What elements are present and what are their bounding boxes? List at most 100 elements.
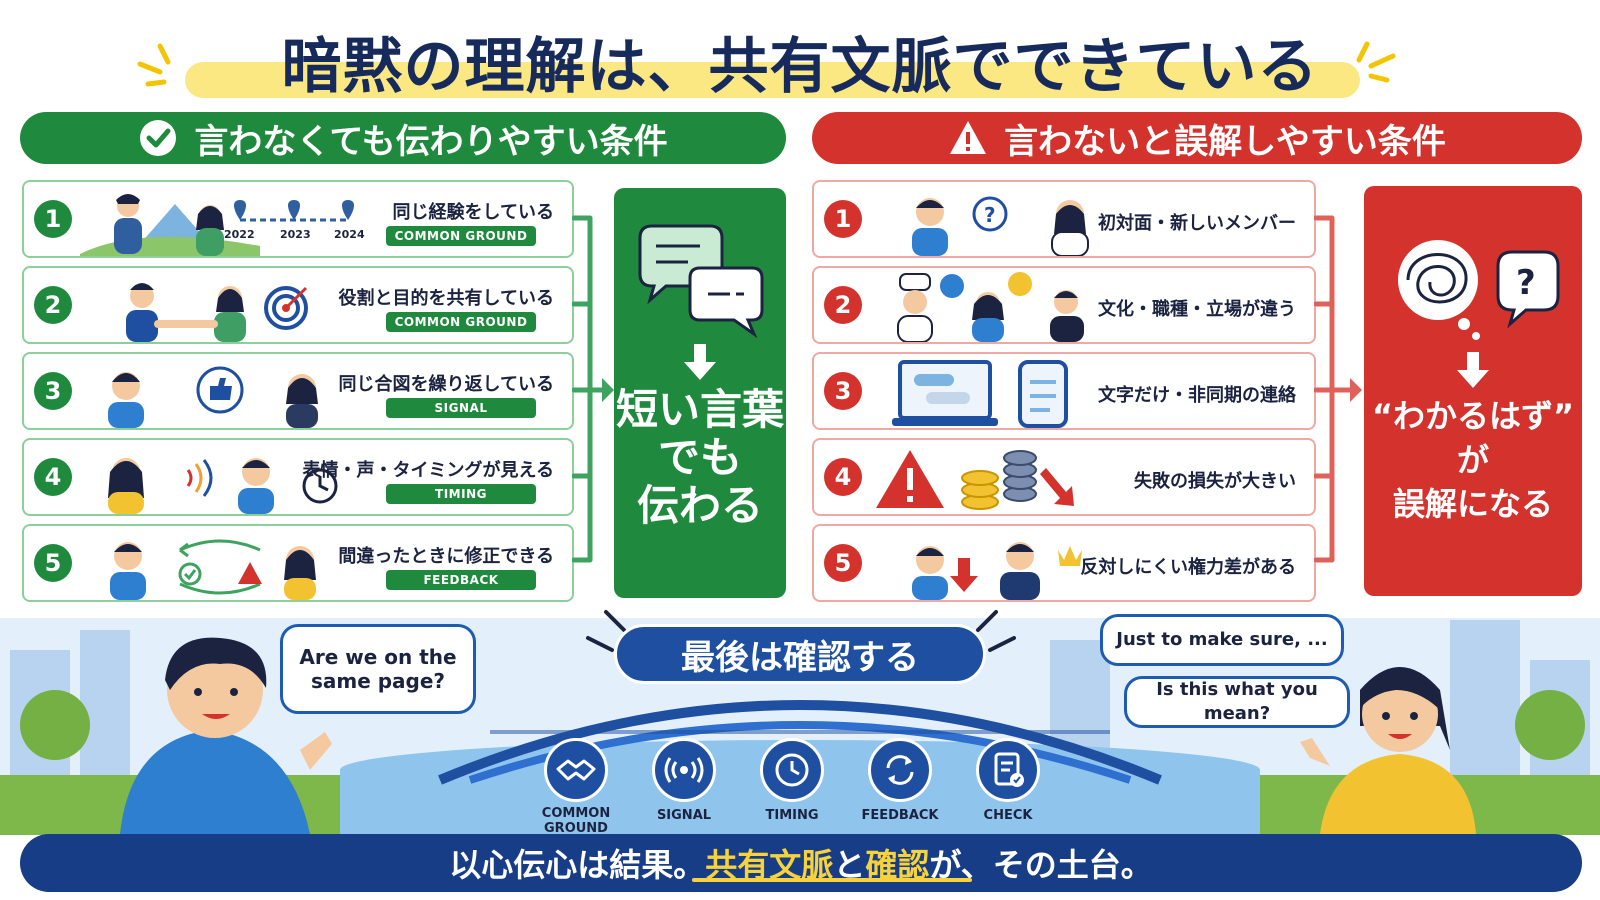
svg-text:?: ?	[984, 203, 996, 227]
item-text: 同じ経験をしている	[392, 202, 554, 223]
item-number: 2	[824, 286, 862, 324]
left-bracket-arrow	[572, 215, 614, 563]
handshake-illustration	[126, 283, 308, 342]
item-tag: FEEDBACK	[386, 570, 536, 590]
building	[1450, 620, 1520, 780]
right-speech-bubble-2: Is this what you mean?	[1124, 676, 1350, 728]
signal-illustration	[108, 366, 318, 428]
right-result-line-2: が	[1456, 441, 1489, 479]
right-speech-bubble-1: Just to make sure, ...	[1100, 614, 1344, 666]
clock-icon	[760, 738, 824, 802]
footer-banner: 以心伝心は結果。 共有文脈 と 確認 が、その土台。	[20, 834, 1582, 892]
left-result-box: 短い言葉 でも 伝わる	[614, 188, 786, 598]
icon-label-feedback: FEEDBACK	[861, 808, 939, 823]
tree	[1515, 690, 1585, 760]
footer-part-3: と	[833, 846, 866, 884]
risk-loss-illustration	[876, 450, 1074, 510]
item-text: 初対面・新しいメンバー	[1098, 213, 1296, 234]
item-text: 間違ったときに修正できる	[338, 546, 554, 567]
icon-label-signal: SIGNAL	[656, 808, 712, 823]
warning-icon	[950, 121, 987, 154]
left-header: 言わなくても伝わりやすい条件	[20, 112, 786, 164]
down-arrow-icon	[684, 344, 716, 380]
icon-label-check: CHECK	[983, 808, 1033, 823]
footer-highlight-confirm: 確認	[865, 846, 930, 884]
footer-highlight-shared-context: 共有文脈	[705, 846, 834, 884]
item-text: 文化・職種・立場が違う	[1098, 299, 1296, 320]
footer-part-1: 以心伝心は結果。	[449, 846, 706, 884]
laptop-phone-illustration	[892, 360, 1068, 428]
left-header-label: 言わなくても伝わりやすい条件	[194, 121, 668, 162]
item-number: 5	[824, 544, 862, 582]
item-text: 反対しにくい権力差がある	[1080, 557, 1296, 578]
item-number: 2	[34, 286, 72, 324]
building	[80, 630, 130, 780]
power-gap-illustration	[912, 542, 1082, 600]
right-item-1: 1 ? 初対面・新しいメンバー	[812, 180, 1316, 258]
timing-illustration	[108, 458, 338, 514]
left-item-2: 2 役割と目的を共有している COMMON GROUND	[22, 266, 574, 344]
item-text: 失敗の損失が大きい	[1134, 471, 1296, 492]
diverse-roles-illustration	[897, 272, 1084, 342]
left-item-1: 1 2022 2023 2024 同じ経験をしている COMMON GROUND	[22, 180, 574, 258]
footer-part-5: が、その土台。	[929, 846, 1153, 884]
icon-label-common-ground: COMMON GROUND	[541, 806, 611, 836]
left-speech-bubble: Are we on the same page?	[280, 624, 476, 714]
right-header: 言わないと誤解しやすい条件	[812, 112, 1582, 164]
right-result-box: ? “わかるはず” が 誤解になる	[1364, 186, 1582, 596]
sparkle-right-icon	[1356, 41, 1396, 83]
icon-label-timing: TIMING	[765, 808, 819, 823]
page-title: 暗黙の理解は、共有文脈でできている	[281, 32, 1319, 102]
check-title-pill: 最後は確認する	[614, 624, 986, 684]
year-3: 2024	[334, 228, 365, 241]
left-person-illustration	[120, 637, 332, 834]
new-member-illustration: ?	[912, 196, 1089, 256]
year-2: 2023	[280, 228, 311, 241]
item-number: 4	[824, 458, 862, 496]
emphasis-lines	[586, 610, 1016, 652]
left-item-4: 4 表情・声・タイミングが見える TIMING	[22, 438, 574, 516]
tree	[20, 690, 90, 760]
title-highlight	[185, 62, 1360, 98]
confused-thought-icon: ?	[1398, 240, 1560, 340]
down-arrow-icon	[1457, 352, 1489, 388]
right-bracket-arrow	[1314, 215, 1362, 563]
item-tag: TIMING	[386, 484, 536, 504]
right-person-illustration	[1300, 667, 1476, 834]
item-number: 3	[34, 372, 72, 410]
right-item-3: 3 文字だけ・非同期の連絡	[812, 352, 1316, 430]
item-text: 同じ合図を繰り返している	[338, 374, 554, 395]
item-tag: SIGNAL	[386, 398, 536, 418]
year-1: 2022	[224, 228, 255, 241]
item-number: 1	[34, 200, 72, 238]
item-tag: COMMON GROUND	[386, 226, 536, 246]
check-circle-icon	[140, 120, 177, 156]
left-result-line-2: でも	[657, 433, 742, 482]
footer-underline	[692, 878, 972, 882]
left-result-line-3: 伝わる	[636, 481, 763, 530]
timeline-icon	[234, 200, 354, 222]
item-number: 3	[824, 372, 862, 410]
item-number: 4	[34, 458, 72, 496]
right-result-line-3: 誤解になる	[1392, 485, 1553, 523]
left-item-5: 5 間違ったときに修正できる FEEDBACK	[22, 524, 574, 602]
chat-bubbles-icon	[638, 224, 764, 339]
item-text: 文字だけ・非同期の連絡	[1098, 385, 1296, 406]
item-tag: COMMON GROUND	[386, 312, 536, 332]
left-result-line-1: 短い言葉	[615, 385, 784, 434]
shared-experience-illustration	[80, 194, 260, 256]
left-item-3: 3 同じ合図を繰り返している SIGNAL	[22, 352, 574, 430]
svg-text:?: ?	[1516, 263, 1536, 303]
right-item-5: 5 反対しにくい権力差がある	[812, 524, 1316, 602]
item-number: 5	[34, 544, 72, 582]
right-header-label: 言わないと誤解しやすい条件	[1004, 121, 1446, 162]
feedback-illustration	[110, 539, 316, 600]
refresh-icon	[868, 738, 932, 802]
sparkle-left-icon	[137, 43, 171, 87]
item-number: 1	[824, 200, 862, 238]
checklist-icon	[976, 738, 1040, 802]
handshake-icon	[544, 738, 608, 802]
item-text: 表情・声・タイミングが見える	[302, 460, 554, 481]
right-result-line-1: “わかるはず”	[1371, 397, 1575, 435]
right-item-4: 4 失敗の損失が大きい	[812, 438, 1316, 516]
